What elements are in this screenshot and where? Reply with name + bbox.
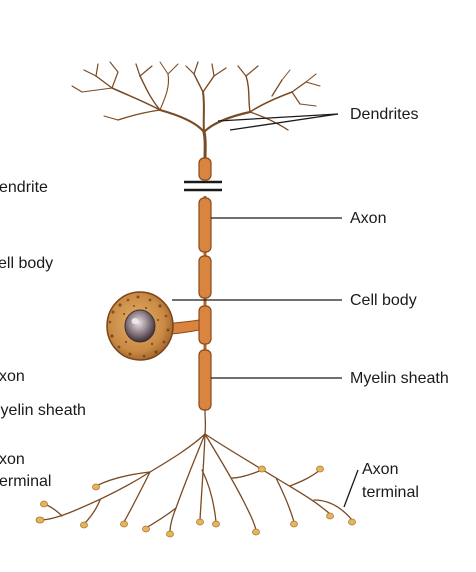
left-label-myelin-sheath: lyelin sheath bbox=[0, 402, 86, 419]
cell-body bbox=[106, 291, 174, 361]
leader-lines bbox=[172, 113, 359, 508]
label-myelin-sheath: Myelin sheath bbox=[350, 370, 449, 387]
myelin-segment bbox=[198, 349, 212, 411]
left-label-dendrite: endrite bbox=[0, 179, 48, 196]
axon-upper-segment bbox=[198, 157, 212, 181]
cell-body-connector bbox=[167, 319, 200, 335]
label-cell-body: Cell body bbox=[350, 292, 417, 309]
label-axon-terminal-line2: terminal bbox=[362, 484, 419, 501]
nucleus bbox=[124, 309, 156, 343]
left-label-axon-terminal-line1: xon bbox=[0, 451, 25, 468]
dendrites bbox=[71, 61, 321, 162]
axon-terminals bbox=[35, 409, 356, 538]
left-label-cell-body: ell body bbox=[0, 255, 53, 272]
myelin-segment bbox=[198, 197, 212, 253]
left-label-axon-terminal-line2: erminal bbox=[0, 473, 51, 490]
left-label-axon: xon bbox=[0, 368, 25, 385]
label-axon-terminal-line1: Axon bbox=[362, 461, 398, 478]
axon-break-mark bbox=[184, 180, 222, 192]
label-axon: Axon bbox=[350, 210, 386, 227]
myelin-segment bbox=[198, 255, 212, 299]
myelin-segment bbox=[198, 305, 212, 345]
axon bbox=[198, 196, 212, 411]
label-dendrites: Dendrites bbox=[350, 106, 418, 123]
